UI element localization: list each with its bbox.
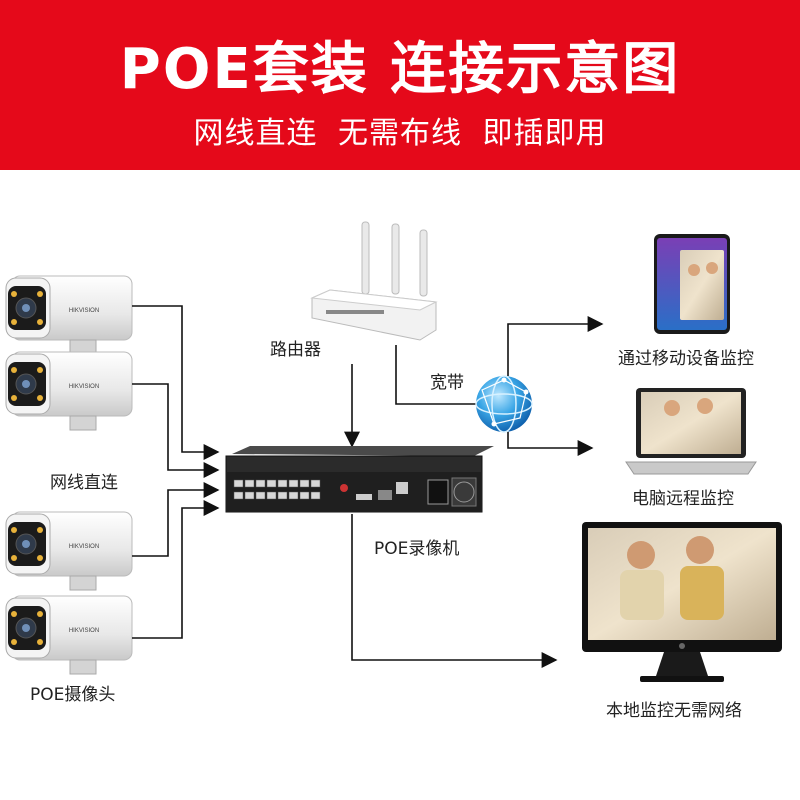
internet-globe (475, 375, 533, 433)
router-label: 路由器 (270, 340, 321, 360)
page-title: POE套装 连接示意图 (119, 37, 681, 102)
mobile-phone (654, 234, 730, 334)
camera-4 (5, 595, 133, 675)
internet-links (507, 316, 604, 456)
page-subtitle: 网线直连 无需布线 即插即用 (193, 116, 607, 151)
router (310, 221, 438, 341)
camera-brand-text: HIKVISION (69, 308, 99, 314)
camera-brand-text: HIKVISION (69, 384, 99, 390)
router-nvr-link (344, 345, 476, 448)
camera-cables (132, 305, 220, 639)
broadband-label: 宽带 (430, 373, 464, 393)
pc-label: 电脑远程监控 (632, 489, 734, 509)
camera-2 (5, 351, 133, 431)
monitor (582, 522, 782, 682)
header-banner (0, 0, 800, 170)
camera-brand-text: HIKVISION (69, 544, 99, 550)
mobile-label: 通过移动设备监控 (618, 349, 754, 369)
cameras-direct-label: 网线直连 (50, 473, 118, 493)
poe-nvr (225, 446, 494, 513)
local-label: 本地监控无需网络 (606, 701, 742, 721)
camera-1 (5, 275, 133, 355)
camera-brand-text: HIKVISION (69, 628, 99, 634)
nvr-label: POE录像机 (374, 539, 460, 559)
laptop (625, 388, 757, 475)
poe-camera-label: POE摄像头 (30, 685, 116, 705)
camera-3 (5, 511, 133, 591)
nvr-monitor-link (351, 514, 558, 668)
